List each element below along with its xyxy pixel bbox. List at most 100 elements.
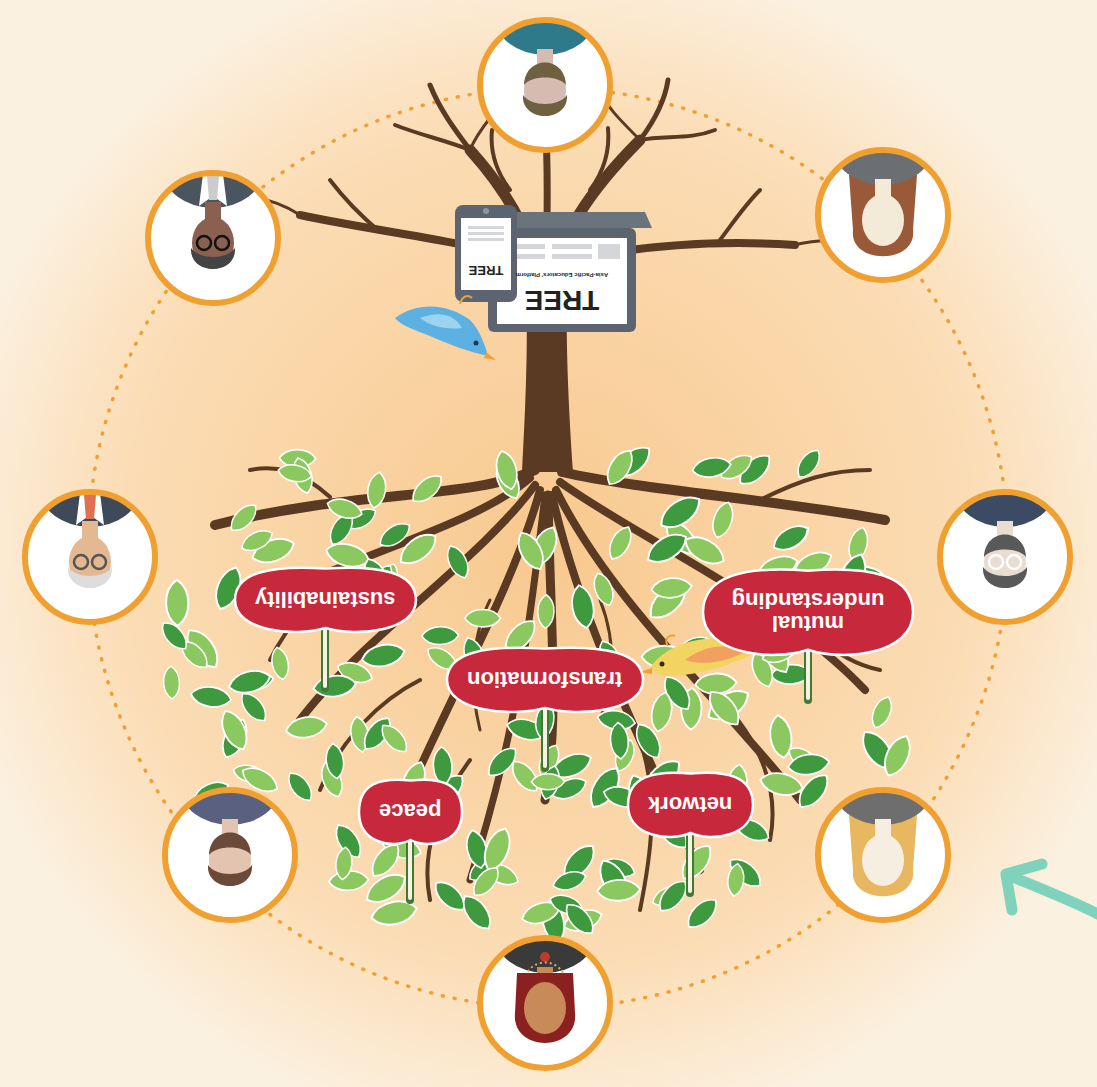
leaf-label-text: sustainability xyxy=(255,588,396,611)
blue-bird-part xyxy=(460,296,472,304)
person-portrait-part-part xyxy=(209,833,251,856)
device-icons-part xyxy=(552,244,592,249)
leaf xyxy=(483,743,521,782)
person-portrait-part xyxy=(148,173,278,303)
leaf xyxy=(531,774,564,790)
leaf xyxy=(284,714,328,741)
leaf xyxy=(334,846,353,880)
tree-branches-part xyxy=(640,80,668,140)
green-arrow-part xyxy=(1006,864,1042,910)
person-portrait-part-part xyxy=(527,963,563,974)
person-portrait-part-part xyxy=(849,175,917,256)
leaf xyxy=(312,673,357,699)
device-icons-part xyxy=(552,254,592,259)
leaf-outline xyxy=(628,773,753,837)
leaf-outline xyxy=(235,568,416,632)
person-portrait-part-part xyxy=(524,63,566,86)
leaf-label-text: mutual understanding xyxy=(723,589,893,635)
leaf xyxy=(362,868,411,909)
leaf xyxy=(709,500,737,541)
person-portrait-part xyxy=(165,790,295,920)
leaf xyxy=(277,462,313,484)
leaf-label-text: network xyxy=(648,793,732,816)
person-portrait xyxy=(148,132,278,303)
leaf-label: mutual understanding xyxy=(703,566,913,659)
blue-bird-part xyxy=(420,314,462,328)
leaf-text-box: mutual understanding xyxy=(723,589,893,635)
device-label: TREE xyxy=(469,263,504,278)
leaf xyxy=(868,694,896,731)
person-portrait-part xyxy=(495,897,595,1043)
leaf-label: transformation xyxy=(447,645,643,715)
person-portrait-part-part xyxy=(540,952,550,962)
leaf-label-text: transformation xyxy=(467,668,622,691)
yellow-bird-part xyxy=(660,662,665,667)
leaf xyxy=(560,899,598,939)
person-portrait-part-part xyxy=(215,236,229,250)
leaf xyxy=(597,879,641,902)
device-icons-part xyxy=(483,208,489,214)
leaf xyxy=(479,825,515,875)
leaf xyxy=(226,500,261,536)
person-portrait xyxy=(480,897,610,1068)
person-portraits xyxy=(25,0,1070,1068)
device-icons-part xyxy=(598,244,620,259)
person-portrait-part-part xyxy=(1007,555,1021,569)
leaf xyxy=(443,542,473,581)
leaf xyxy=(422,626,459,645)
dotted-ring xyxy=(88,88,1008,1008)
tree-roots-part xyxy=(215,470,535,525)
person-portrait-part xyxy=(481,939,609,1067)
leaf xyxy=(793,446,825,482)
device-icons-part xyxy=(468,232,504,235)
yellow-bird-part xyxy=(666,636,675,646)
person-portrait-part-part xyxy=(515,973,575,1043)
leaf xyxy=(631,720,666,762)
person-portrait-part-part xyxy=(524,982,566,1034)
leaf xyxy=(465,609,501,626)
person-portrait-part xyxy=(480,20,610,150)
leaf-cluster xyxy=(157,441,916,945)
person-portrait-part-part xyxy=(68,567,112,588)
leaf-outline xyxy=(447,648,643,712)
leaf xyxy=(269,646,291,681)
blue-bird-part xyxy=(484,352,496,360)
leaf xyxy=(569,583,597,630)
device-icons-part xyxy=(468,238,504,241)
leaf xyxy=(551,868,588,894)
leaf xyxy=(360,641,407,670)
leaf xyxy=(324,743,345,780)
tree-branches-part xyxy=(640,130,715,140)
person-portrait xyxy=(25,451,155,622)
leaf xyxy=(407,470,446,507)
tree-branches-part xyxy=(590,128,608,190)
person-portrait-part xyxy=(480,938,610,1068)
person-portrait-part-part xyxy=(197,236,211,250)
leaf xyxy=(377,720,412,757)
leaf xyxy=(682,894,722,933)
leaf xyxy=(166,580,189,626)
person-portrait xyxy=(818,749,948,920)
person-portrait-part xyxy=(940,492,1070,622)
person-portrait-part-part xyxy=(92,555,106,569)
device-icons-part xyxy=(468,226,504,229)
device-label: TREE xyxy=(525,284,600,316)
leaf xyxy=(787,752,831,777)
leaf xyxy=(648,690,675,733)
leaf xyxy=(512,528,549,574)
leaf xyxy=(216,707,253,754)
leaf-label: network xyxy=(628,770,753,840)
leaf xyxy=(325,495,365,522)
leaf-text-box: network xyxy=(648,793,732,816)
person-portrait-part xyxy=(163,132,263,269)
leaf xyxy=(769,520,812,555)
device-icons-part xyxy=(461,218,511,290)
leaf xyxy=(643,528,692,569)
device-label: Asia-Pacific Educators' Platform xyxy=(516,272,608,278)
tree-roots-part xyxy=(760,470,870,500)
leaf-text-box: sustainability xyxy=(255,588,396,611)
person-portrait-part xyxy=(955,451,1055,588)
